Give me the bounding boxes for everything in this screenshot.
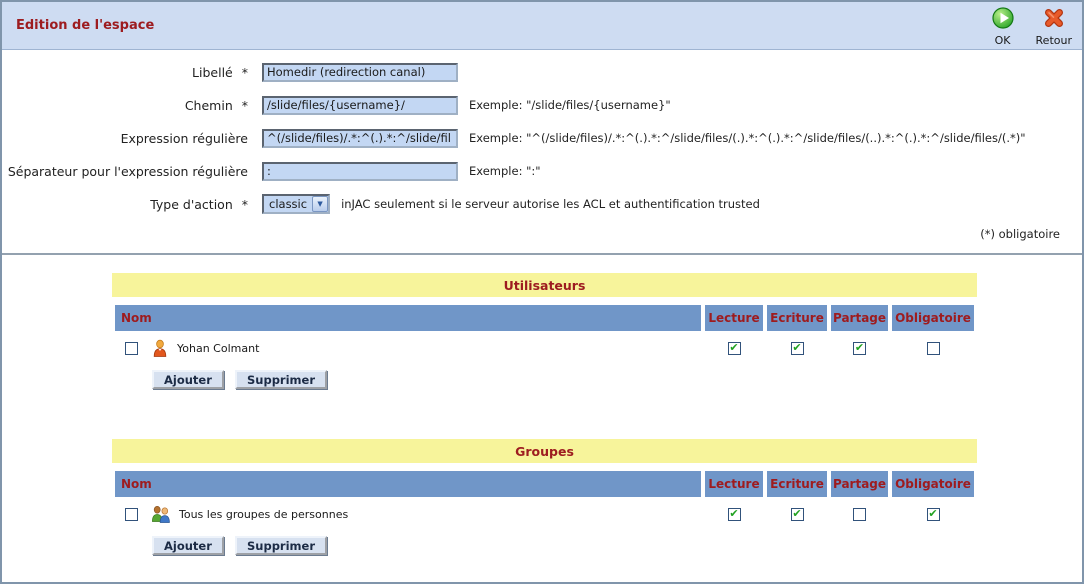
libelle-input[interactable] xyxy=(262,62,458,82)
supprimer-button[interactable]: Supprimer xyxy=(235,536,328,555)
ajouter-button[interactable]: Ajouter xyxy=(152,370,224,389)
separateur-hint: Exemple: ":" xyxy=(469,164,541,178)
groupes-section: Groupes Nom Lecture Ecriture Partage Obl… xyxy=(112,439,977,555)
ok-label: OK xyxy=(994,33,1011,47)
column-header-obligatoire: Obligatoire xyxy=(892,305,974,331)
regex-label: Expression régulière xyxy=(120,130,248,146)
column-header-partage: Partage xyxy=(831,305,888,331)
header-actions: OK Retour xyxy=(986,5,1072,47)
separateur-label: Séparateur pour l'expression régulière xyxy=(7,163,248,179)
ecriture-checkbox[interactable] xyxy=(790,341,804,355)
groupes-banner: Groupes xyxy=(112,439,977,463)
column-header-nom: Nom xyxy=(115,305,701,331)
obligatoire-checkbox[interactable] xyxy=(926,507,940,521)
utilisateurs-section: Utilisateurs Nom Lecture Ecriture Partag… xyxy=(112,273,977,389)
retour-label: Retour xyxy=(1035,33,1072,47)
obligatoire-checkbox[interactable] xyxy=(926,341,940,355)
header-bar: Edition de l'espace OK xyxy=(2,2,1082,50)
groupes-actions: Ajouter Supprimer xyxy=(152,535,977,555)
libelle-label: Libellé* xyxy=(192,64,248,80)
chemin-hint: Exemple: "/slide/files/{username}" xyxy=(469,98,671,112)
selected-option: classic xyxy=(269,197,308,211)
partage-checkbox[interactable] xyxy=(853,507,866,521)
ok-button[interactable]: OK xyxy=(986,6,1020,47)
regex-input[interactable] xyxy=(262,128,458,148)
type-action-hint: inJAC seulement si le serveur autorise l… xyxy=(341,197,760,211)
groupes-table-header: Nom Lecture Ecriture Partage Obligatoire xyxy=(115,471,974,497)
column-header-nom: Nom xyxy=(115,471,701,497)
user-icon xyxy=(151,339,169,358)
utilisateurs-table-header: Nom Lecture Ecriture Partage Obligatoire xyxy=(115,305,974,331)
table-row: Yohan Colmant xyxy=(115,335,974,361)
lecture-checkbox[interactable] xyxy=(727,507,741,521)
column-header-obligatoire: Obligatoire xyxy=(892,471,974,497)
acl-sections: Utilisateurs Nom Lecture Ecriture Partag… xyxy=(112,273,977,555)
column-header-ecriture: Ecriture xyxy=(767,305,827,331)
utilisateurs-banner: Utilisateurs xyxy=(112,273,977,297)
row-name-cell: Tous les groupes de personnes xyxy=(115,505,701,524)
row-name: Yohan Colmant xyxy=(177,341,260,355)
column-header-lecture: Lecture xyxy=(705,471,763,497)
chemin-input[interactable] xyxy=(262,95,458,115)
utilisateurs-actions: Ajouter Supprimer xyxy=(152,369,977,389)
table-row: Tous les groupes de personnes xyxy=(115,501,974,527)
group-icon xyxy=(151,505,171,524)
required-marker: * xyxy=(241,97,248,113)
type-action-label: Type d'action* xyxy=(150,196,248,212)
row-select-checkbox[interactable] xyxy=(125,341,138,355)
column-header-lecture: Lecture xyxy=(705,305,763,331)
chemin-label: Chemin* xyxy=(184,97,248,113)
retour-icon xyxy=(1043,7,1065,33)
partage-checkbox[interactable] xyxy=(853,341,866,355)
row-name-cell: Yohan Colmant xyxy=(115,339,701,358)
regex-hint: Exemple: "^(/slide/files)/.*:^(.).*:^/sl… xyxy=(469,131,1026,145)
form-row-chemin: Chemin* Exemple: "/slide/files/{username… xyxy=(2,95,1082,115)
column-header-partage: Partage xyxy=(831,471,888,497)
form-row-type-action: Type d'action* classic ▼ inJAC seulement… xyxy=(2,194,1082,214)
required-note: (*) obligatoire xyxy=(980,227,1060,241)
form-row-separateur: Séparateur pour l'expression régulière E… xyxy=(2,161,1082,181)
supprimer-button[interactable]: Supprimer xyxy=(235,370,328,389)
section-divider xyxy=(2,253,1082,255)
row-select-checkbox[interactable] xyxy=(125,507,138,521)
form-row-libelle: Libellé* xyxy=(2,62,1082,82)
type-action-select[interactable]: classic ▼ xyxy=(262,194,331,214)
space-edit-form: Libellé* Chemin* Exemple: "/slide/files/… xyxy=(2,50,1082,241)
separateur-input[interactable] xyxy=(262,161,458,181)
retour-button[interactable]: Retour xyxy=(1036,7,1072,47)
row-name: Tous les groupes de personnes xyxy=(179,507,349,521)
ok-icon xyxy=(991,6,1014,33)
required-marker: * xyxy=(241,64,248,80)
required-marker: * xyxy=(241,196,248,212)
form-row-regex: Expression régulière Exemple: "^(/slide/… xyxy=(2,128,1082,148)
ajouter-button[interactable]: Ajouter xyxy=(152,536,224,555)
lecture-checkbox[interactable] xyxy=(727,341,741,355)
ecriture-checkbox[interactable] xyxy=(790,507,804,521)
page-title: Edition de l'espace xyxy=(16,18,155,33)
chevron-down-icon: ▼ xyxy=(312,196,329,212)
column-header-ecriture: Ecriture xyxy=(767,471,827,497)
